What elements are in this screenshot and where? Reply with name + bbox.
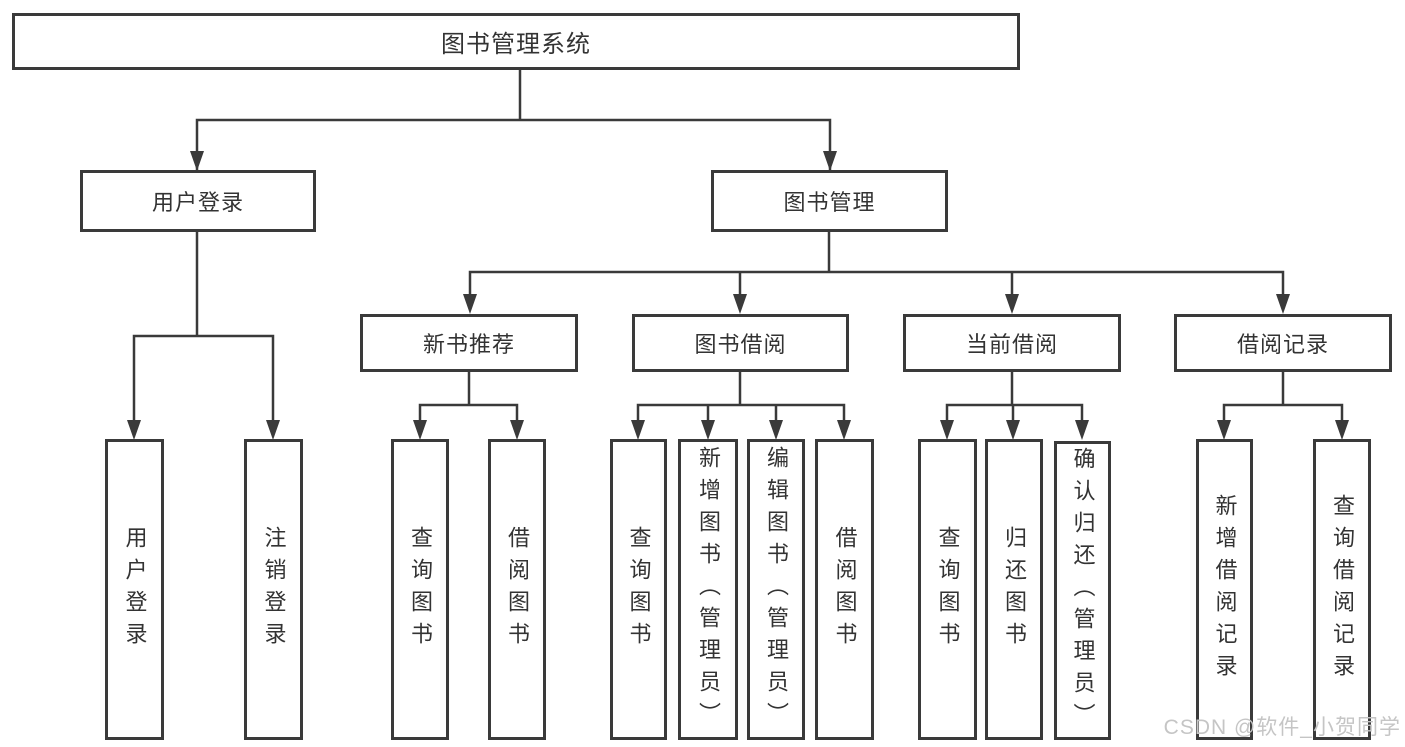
node-login-user: 用户登录 [105, 439, 164, 740]
arrowhead [769, 420, 783, 440]
edge-borrow-record-children [1217, 372, 1349, 440]
node-new-book-recommend: 新书推荐 [360, 314, 578, 372]
node-logout-label: 注销登录 [261, 525, 287, 654]
node-borrow-book-label: 借阅图书 [832, 525, 858, 654]
edge-book-management-children [463, 232, 1290, 314]
node-logout: 注销登录 [244, 439, 303, 740]
node-borrow-book: 借阅图书 [815, 439, 874, 740]
node-return-book-label: 归还图书 [1002, 525, 1027, 654]
node-current-borrow: 当前借阅 [903, 314, 1121, 372]
node-edit-book-admin-label: 编辑图书（管理员） [764, 445, 789, 734]
arrowhead [701, 420, 715, 440]
arrowhead [1217, 420, 1231, 440]
node-add-borrow-record-label: 新增借阅记录 [1212, 493, 1238, 686]
edge-root-to-level2 [190, 70, 837, 171]
arrowhead [631, 420, 645, 440]
arrowhead [413, 420, 427, 440]
node-query-book-borrow-label: 查询图书 [626, 525, 652, 654]
node-confirm-return-admin: 确认归还（管理员） [1054, 441, 1111, 740]
edge-current-borrow-children [940, 372, 1089, 440]
arrowhead [1335, 420, 1349, 440]
node-borrow-record: 借阅记录 [1174, 314, 1392, 372]
arrowhead [266, 420, 280, 440]
node-query-borrow-record-label: 查询借阅记录 [1330, 493, 1355, 686]
node-user-login-label: 用户登录 [151, 190, 244, 215]
node-borrow-book-recommend-label: 借阅图书 [505, 525, 530, 654]
node-query-book-current: 查询图书 [918, 439, 977, 740]
node-return-book: 归还图书 [985, 439, 1043, 740]
node-add-borrow-record: 新增借阅记录 [1196, 439, 1253, 740]
node-book-management-label: 图书管理 [783, 190, 876, 215]
node-add-book-admin-label: 新增图书（管理员） [696, 445, 721, 734]
arrowhead [1006, 420, 1020, 440]
node-confirm-return-admin-label: 确认归还（管理员） [1070, 446, 1096, 735]
node-root-label: 图书管理系统 [441, 31, 591, 58]
node-book-management: 图书管理 [711, 170, 948, 232]
arrowhead [510, 420, 524, 440]
node-query-borrow-record: 查询借阅记录 [1313, 439, 1371, 740]
node-borrow-book-recommend: 借阅图书 [488, 439, 546, 740]
arrowhead [837, 420, 851, 440]
edge-book-borrow-children [631, 372, 851, 440]
edge-new-book-recommend-children [413, 372, 524, 440]
arrowhead [190, 151, 204, 171]
arrowhead [1075, 420, 1089, 440]
node-user-login: 用户登录 [80, 170, 316, 232]
arrowhead [127, 420, 141, 440]
node-query-book-recommend-label: 查询图书 [408, 525, 433, 654]
node-query-book-current-label: 查询图书 [935, 525, 961, 654]
node-query-book-recommend: 查询图书 [391, 439, 449, 740]
node-book-borrow-label: 图书借阅 [694, 332, 787, 357]
arrowhead [463, 294, 477, 314]
node-query-book-borrow: 查询图书 [610, 439, 667, 740]
arrowhead [1005, 294, 1019, 314]
edge-user-login-children [127, 232, 280, 440]
node-login-user-label: 用户登录 [122, 525, 148, 654]
node-root: 图书管理系统 [12, 13, 1020, 70]
arrowhead [823, 151, 837, 171]
node-add-book-admin: 新增图书（管理员） [678, 439, 738, 740]
node-edit-book-admin: 编辑图书（管理员） [747, 439, 805, 740]
node-book-borrow: 图书借阅 [632, 314, 849, 372]
arrowhead [1276, 294, 1290, 314]
node-new-book-recommend-label: 新书推荐 [422, 332, 515, 357]
arrowhead [733, 294, 747, 314]
arrowhead [940, 420, 954, 440]
node-borrow-record-label: 借阅记录 [1236, 332, 1329, 357]
node-current-borrow-label: 当前借阅 [965, 332, 1058, 357]
